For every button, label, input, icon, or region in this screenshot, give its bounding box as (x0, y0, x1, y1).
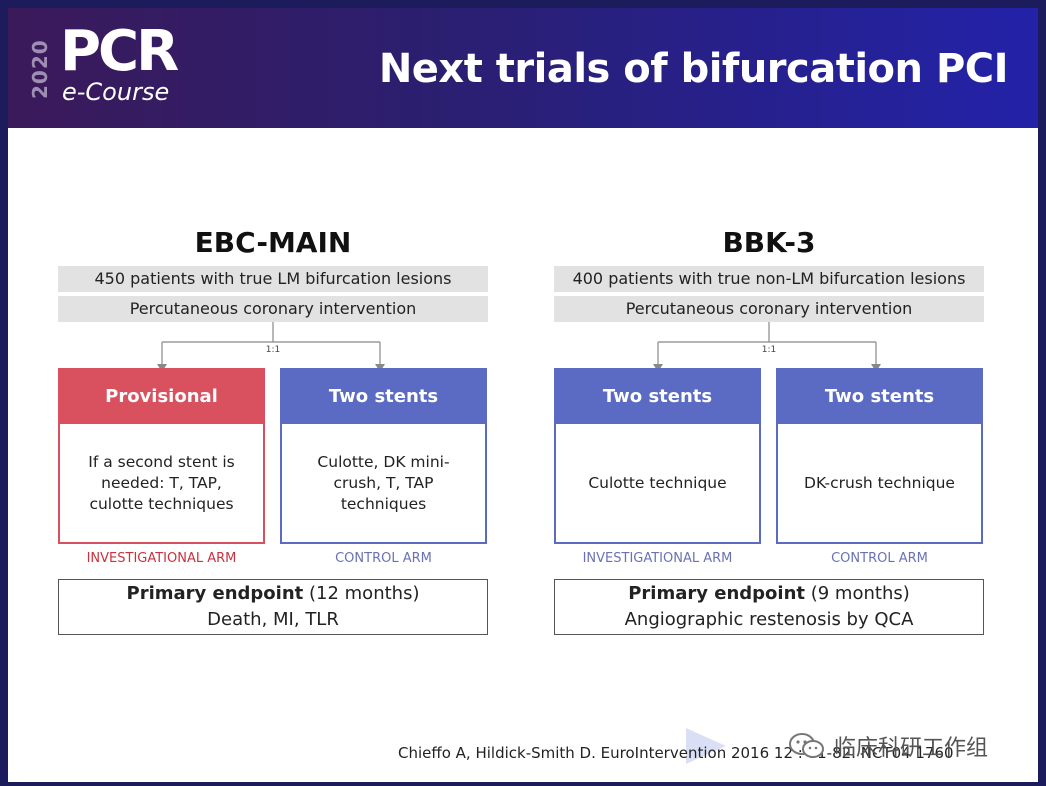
endpoint-heading-ebc-main: Primary endpoint (12 months) (59, 581, 487, 607)
endpoint-heading-bbk-3: Primary endpoint (9 months) (555, 581, 983, 607)
arm-box-provisional: Provisional If a second stent is needed:… (58, 368, 265, 544)
population-bar-ebc-main: 450 patients with true LM bifurcation le… (58, 266, 488, 292)
endpoint-detail-bbk-3: Angiographic restenosis by QCA (624, 609, 914, 630)
endpoint-box-bbk-3: Primary endpoint (9 months) Angiographic… (554, 579, 984, 635)
logo-ecourse: e-Course (62, 78, 170, 106)
arm-header-two-stents-ebc-main: Two stents (282, 370, 485, 424)
arm-header-two-stents-dk-crush: Two stents (778, 370, 981, 424)
arm-header-two-stents-culotte: Two stents (556, 370, 759, 424)
watermark: 临床科研工作组 (788, 728, 988, 764)
arm-box-two-stents-dk-crush: Two stents DK-crush technique (776, 368, 983, 544)
randomization-ratio-ebc-main: 1:1 (265, 345, 281, 355)
logo-pcr: PCR (60, 19, 179, 84)
arm-description-culotte: Culotte technique (588, 473, 727, 492)
wechat-icon (789, 733, 824, 758)
arm-description-provisional: If a second stent is needed: T, TAP, cul… (88, 452, 235, 513)
study-title-bbk-3: BBK-3 (722, 226, 816, 259)
endpoint-box-ebc-main: Primary endpoint (12 months) Death, MI, … (58, 579, 488, 635)
population-bar-bbk-3: 400 patients with true non-LM bifurcatio… (554, 266, 984, 292)
arm-label-control-ebc-main: CONTROL ARM (335, 551, 432, 566)
arm-box-two-stents-culotte: Two stents Culotte technique (554, 368, 761, 544)
slide-header: 2020 PCR e-Course Next trials of bifurca… (8, 8, 1038, 128)
endpoint-title-bbk-3: Primary endpoint (628, 583, 805, 604)
slide: 2020 PCR e-Course Next trials of bifurca… (8, 8, 1038, 782)
watermark-text: 临床科研工作组 (834, 736, 989, 761)
arm-label-investigational-bbk-3: INVESTIGATIONAL ARM (582, 551, 733, 566)
endpoint-period-ebc-main: (12 months) (309, 583, 420, 604)
arm-description-two-stents-ebc-main: Culotte, DK mini-crush, T, TAP technique… (317, 452, 450, 513)
arm-box-two-stents-ebc-main: Two stents Culotte, DK mini-crush, T, TA… (280, 368, 487, 544)
arm-label-control-bbk-3: CONTROL ARM (831, 551, 928, 566)
arm-header-provisional: Provisional (60, 370, 263, 424)
study-title-ebc-main: EBC-MAIN (194, 226, 352, 259)
logo-year: 2020 (28, 39, 52, 99)
play-icon (686, 728, 726, 764)
randomization-ratio-bbk-3: 1:1 (761, 345, 777, 355)
endpoint-title-ebc-main: Primary endpoint (126, 583, 304, 604)
intervention-bar-bbk-3: Percutaneous coronary intervention (554, 296, 984, 322)
arm-description-dk-crush: DK-crush technique (804, 473, 955, 492)
endpoint-period-bbk-3: (9 months) (810, 583, 910, 604)
endpoint-detail-ebc-main: Death, MI, TLR (207, 609, 339, 630)
intervention-bar-ebc-main: Percutaneous coronary intervention (58, 296, 488, 322)
slide-title: Next trials of bifurcation PCI (378, 46, 1009, 92)
arm-label-investigational-ebc-main: INVESTIGATIONAL ARM (86, 551, 237, 566)
